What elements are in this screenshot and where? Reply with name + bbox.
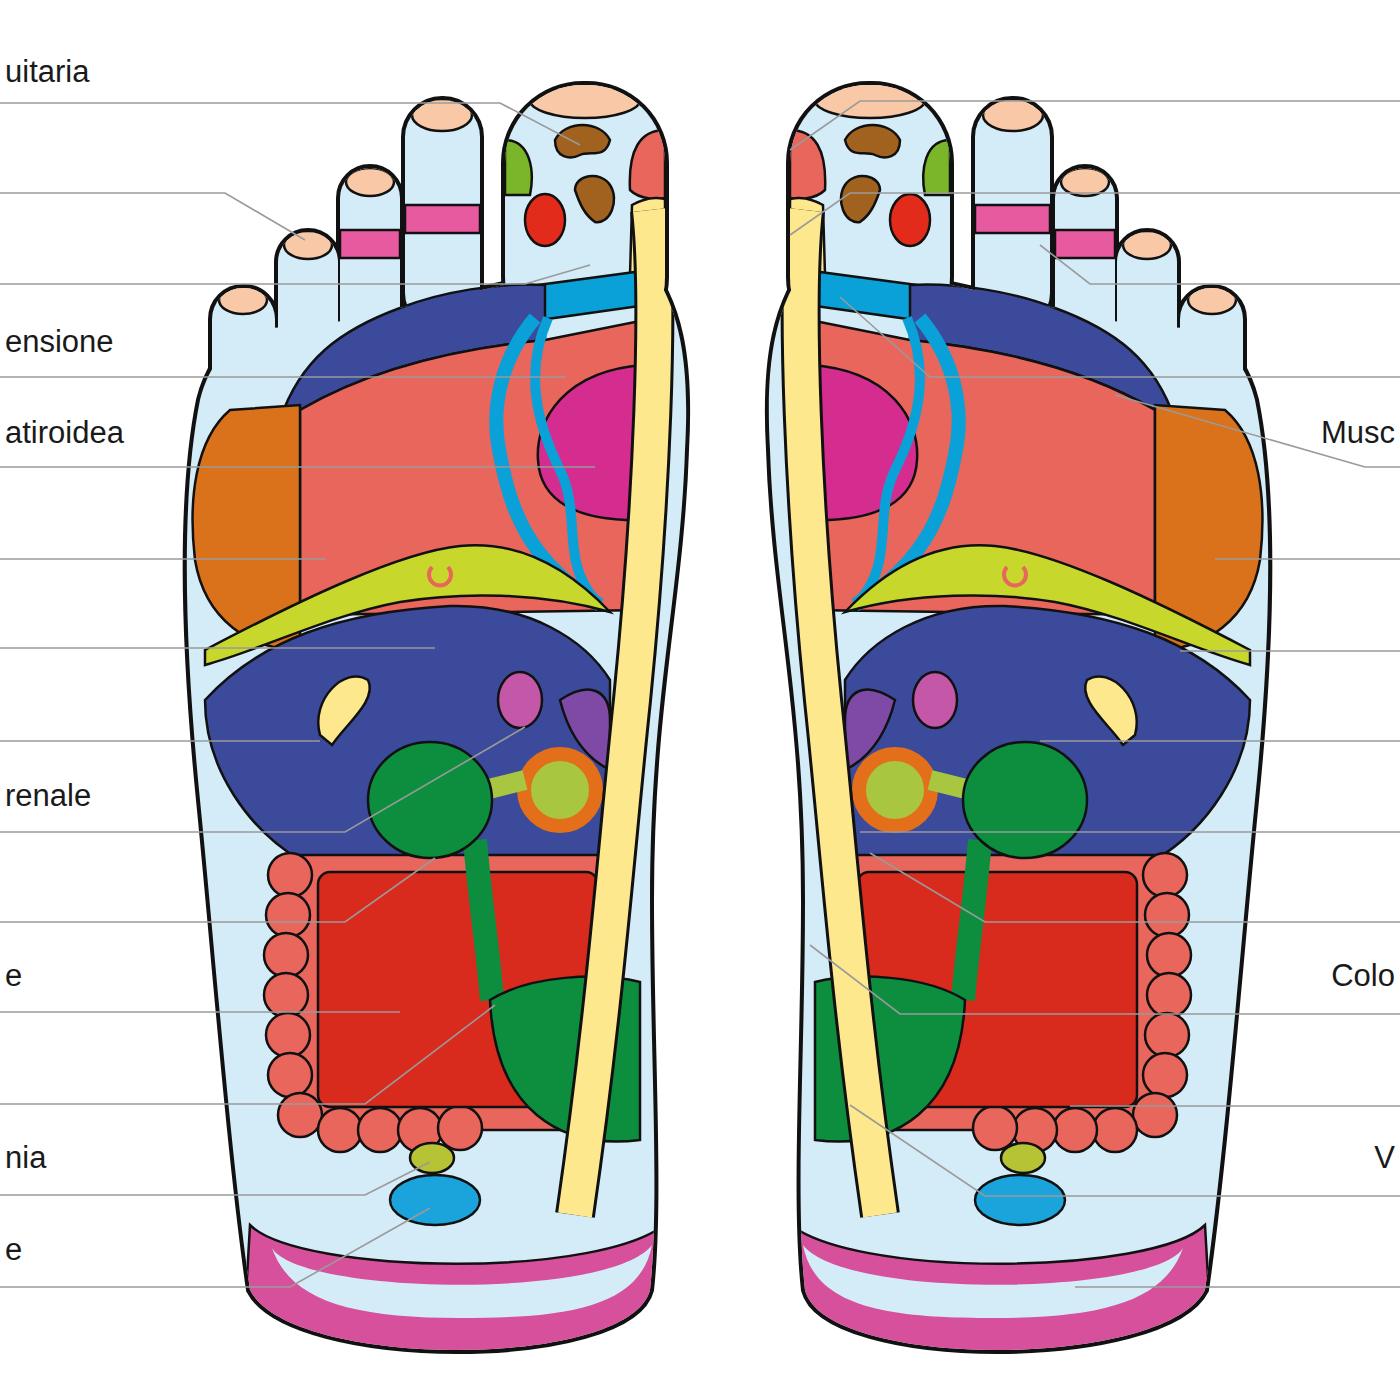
leader-line [0,647,435,649]
leader-line [860,831,1400,833]
leader-line [1215,558,1400,560]
leader-line [790,101,1400,150]
leader-line [1115,395,1400,467]
leader-line [0,1005,495,1104]
organ-label: renale [5,778,91,814]
organ-label: ensione [5,324,114,360]
organ-label: e [5,1232,22,1268]
leader-line [0,740,320,742]
leader-line [1180,650,1400,652]
leader-line [1040,245,1400,284]
organ-label: uitaria [5,54,89,90]
leader-line [0,858,435,922]
leader-line [0,193,305,240]
leader-line [0,466,595,468]
leader-line [810,945,1400,1014]
leader-line [0,103,580,145]
leader-line [790,193,1400,235]
leader-line [0,376,565,378]
leader-line [0,265,590,284]
leader-line [840,297,1400,377]
organ-label: atiroidea [5,415,124,451]
organ-label: Colo [1331,958,1395,994]
leader-line [0,558,325,560]
organ-label: nia [5,1140,46,1176]
leader-lines [0,101,1400,1287]
leader-line [1075,1286,1400,1288]
leader-line [850,1105,1400,1196]
leader-line [0,727,525,832]
organ-label: e [5,958,22,994]
leader-line [1040,740,1400,742]
leader-line [0,1011,400,1013]
organ-label: Musc [1321,415,1395,451]
leader-line [0,1208,430,1287]
leader-line [870,853,1400,922]
organ-label: V [1374,1140,1395,1176]
leader-line [0,1162,430,1195]
leader-line [1070,1105,1400,1107]
